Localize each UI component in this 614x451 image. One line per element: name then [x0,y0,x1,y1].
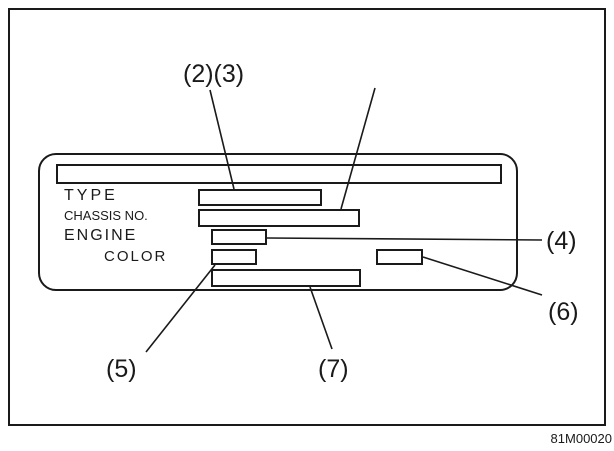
callout-7: (7) [318,355,349,383]
engine-label: ENGINE [64,227,138,244]
color-label: COLOR [104,248,168,265]
plate-bottom-field [211,269,361,287]
plate-top-field [56,164,502,184]
type-field [198,189,322,206]
chassis-no-label: CHASSIS NO. [64,208,148,223]
leader-line-2 [209,89,235,190]
callout-2-3: (2)(3) [183,60,245,88]
callout-6: (6) [548,298,579,326]
color-field [211,249,257,265]
leader-line-5 [145,264,216,353]
leader-line-7 [309,286,333,350]
leader-line-4 [266,237,543,241]
type-label: TYPE [64,187,118,204]
identification-plate [38,153,518,291]
callout-4: (4) [546,227,577,255]
figure-code: 81M00020 [550,431,612,446]
chassis-no-field [198,209,360,227]
color-code-field [376,249,423,265]
leader-line-6 [422,256,543,296]
callout-5: (5) [106,355,137,383]
leader-line-3 [340,87,376,210]
engine-field [211,229,267,245]
